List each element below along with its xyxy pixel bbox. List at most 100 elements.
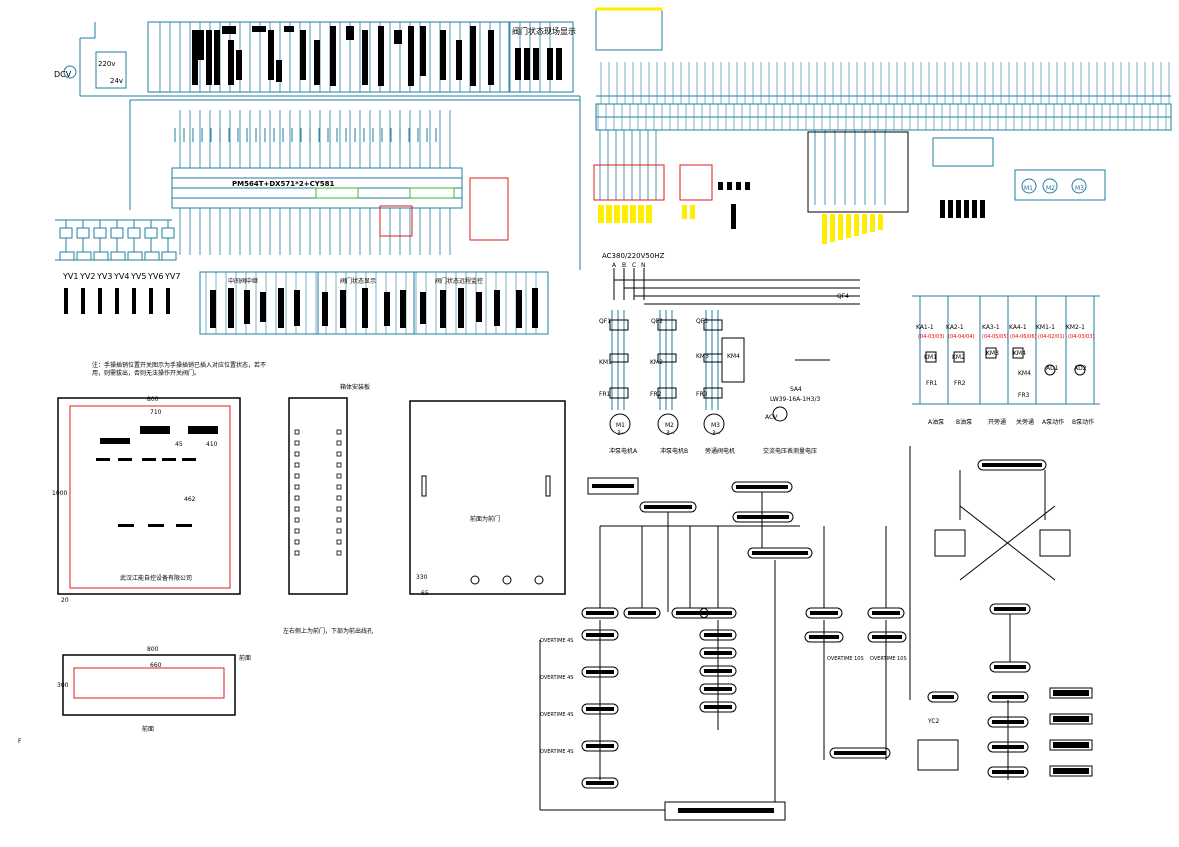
component-bar — [96, 458, 110, 461]
component-bar — [182, 458, 196, 461]
breaker-symbol — [657, 319, 677, 331]
yellow-bar — [614, 205, 620, 223]
black-bar — [727, 182, 732, 190]
flow-node-text — [704, 633, 732, 637]
component-bar — [142, 458, 156, 461]
valve-status-bar — [547, 48, 553, 80]
coil-ka2: KA2-1 — [946, 324, 964, 331]
yv-label-4: YV4 — [114, 272, 130, 281]
side-slot — [294, 550, 300, 556]
flow-mid-node — [699, 629, 737, 641]
flow-mid-node — [699, 665, 737, 677]
breaker-qf4: QF4 — [837, 293, 849, 300]
bottom-box-bar — [228, 288, 234, 328]
top-label-bar — [362, 30, 368, 85]
valve-status-box — [508, 21, 574, 93]
bottom-box-bar — [494, 290, 500, 326]
yv-terminal — [110, 251, 126, 261]
yv-label-6: YV6 — [148, 272, 164, 281]
front-door-label: 前面为前门 — [470, 516, 501, 523]
caption-motor-b: 冲泵电机B — [660, 448, 689, 455]
motor-circle — [609, 413, 631, 435]
flow-edge — [959, 505, 1056, 581]
top-label-bar — [408, 26, 414, 86]
plc-row — [171, 187, 463, 199]
v220-label: 220v — [98, 60, 116, 68]
relay-box — [932, 137, 994, 167]
relay-fr2: FR2 — [650, 391, 662, 398]
top-label-bar — [488, 30, 494, 85]
coil-km2: KM2-1 — [1066, 324, 1085, 331]
relay-fr3: FR3 — [696, 391, 708, 398]
component-bar — [176, 524, 192, 527]
top-label-bar — [252, 26, 266, 32]
coil-note-5: (04-02/01) — [1038, 334, 1065, 340]
caption-voltmeter: 交流电压表测量电压 — [763, 448, 818, 455]
plc-row — [171, 197, 463, 209]
flow-input-text — [592, 484, 634, 488]
bottom-box-bar — [322, 292, 328, 326]
flow-decision — [934, 529, 966, 557]
flow-node-text — [704, 611, 732, 615]
side-slot — [294, 473, 300, 479]
box-title-2: 阀门状态显示 — [340, 278, 377, 285]
black-bar — [940, 200, 945, 218]
flow-left-node — [581, 777, 619, 789]
ctrl-km2: KM2 — [952, 354, 965, 361]
ctrl-ad2: AD2 — [1074, 365, 1087, 372]
bottom-box-bar — [340, 290, 346, 328]
coil-ka4: KA4-1 — [1009, 324, 1027, 331]
side-slot — [294, 506, 300, 512]
flow-input-box — [587, 477, 639, 495]
black-bar — [972, 200, 977, 218]
black-bar — [948, 200, 953, 218]
green-highlight — [409, 187, 455, 199]
door-handle — [545, 475, 551, 497]
meter-circle-1 — [1021, 178, 1037, 194]
dim-462: 462 — [184, 496, 196, 503]
flow-node-text — [872, 611, 900, 615]
valve-status-bar — [533, 48, 539, 80]
coil-note-4: (04-06/06) — [1010, 334, 1037, 340]
red-dashed-box — [379, 205, 413, 237]
flow-node-text — [586, 633, 614, 637]
yellow-bar — [822, 214, 827, 244]
ctrl-fr3: FR3 — [1018, 392, 1030, 399]
bottom-box-bar — [532, 288, 538, 328]
bottom-box-bar — [458, 288, 464, 328]
dim-cab-width: 800 — [147, 396, 159, 403]
component-bar — [100, 438, 130, 444]
flow-left-node — [581, 666, 619, 678]
ctrl-caption-3: 开旁通 — [988, 419, 1007, 426]
flow-note-1: OVERTIME 4S — [540, 638, 574, 644]
ctrl-caption-1: A油泵 — [928, 419, 945, 426]
yv-label-2: YV2 — [80, 272, 96, 281]
top-label-bar — [378, 26, 384, 86]
mounting-plate-label: 箱体安装板 — [340, 384, 371, 391]
flow-right-box — [1049, 687, 1093, 699]
meter-circle-2 — [1042, 178, 1058, 194]
yv-terminal — [127, 251, 143, 261]
dim-top-side: 300 — [57, 682, 69, 689]
cabinet-top — [62, 654, 236, 716]
valve-status-bar — [515, 48, 521, 80]
black-bar — [964, 200, 969, 218]
side-view-note: 左右侧上为前门，下部为前出线孔 — [283, 628, 374, 635]
side-slot — [336, 528, 342, 534]
flow-node-text — [992, 770, 1024, 774]
flow-node-text — [704, 687, 732, 691]
top-label-bar — [314, 40, 320, 85]
yv-bar — [132, 288, 136, 314]
plc-row — [171, 167, 463, 179]
ctrl-ad1: AD1 — [1046, 365, 1059, 372]
top-view-bottom-label: 前面 — [142, 726, 155, 733]
yv-coil — [144, 227, 158, 239]
yellow-bar — [682, 205, 687, 219]
cabinet-top-inner — [73, 667, 225, 699]
bottom-box-bar — [260, 292, 266, 322]
flow-decision — [1039, 529, 1071, 557]
flow-col-node — [867, 607, 905, 619]
flow-node-text — [704, 651, 732, 655]
top-label-bar — [346, 26, 354, 40]
flow-left-node — [581, 740, 619, 752]
